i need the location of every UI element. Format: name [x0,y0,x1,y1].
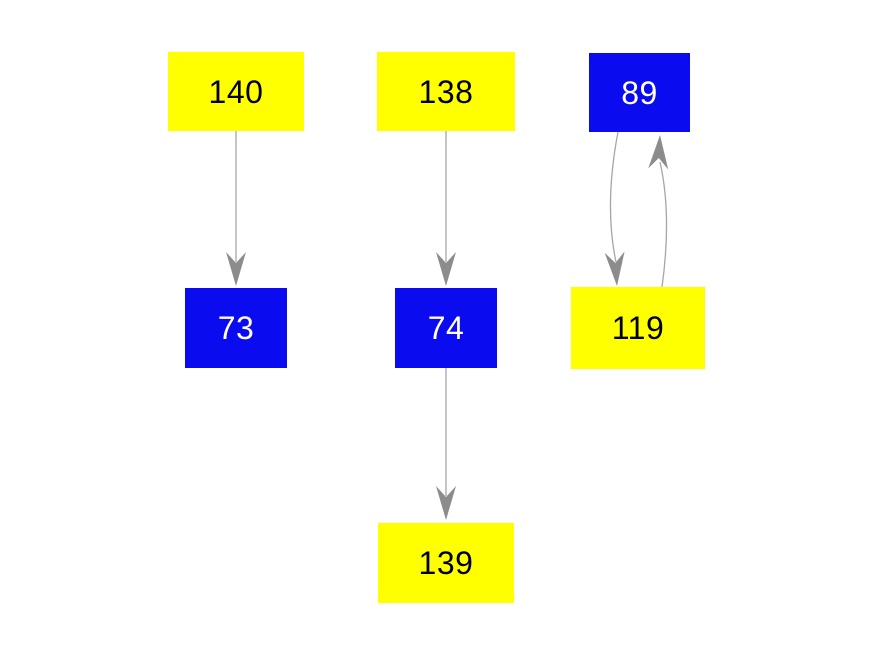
edge-119-to-89-arrowhead-icon [648,135,669,170]
node-138: 138 [377,52,515,131]
edge-89-to-119-line [609,131,619,263]
edge-119-to-89-line [659,161,668,288]
node-73: 73 [185,288,287,368]
node-140: 140 [168,52,304,131]
edge-74-to-139 [436,368,456,520]
node-119: 119 [571,287,705,369]
edge-138-to-74 [436,131,456,286]
edge-89-to-119-arrowhead-icon [604,251,625,286]
edge-74-to-139-arrowhead-icon [436,486,456,520]
edge-138-to-74-arrowhead-icon [436,252,456,286]
node-74: 74 [395,288,497,368]
edge-140-to-73 [226,131,246,286]
edge-119-to-89 [648,135,669,288]
node-139: 139 [378,523,514,603]
edge-89-to-119 [604,131,625,286]
node-89: 89 [589,53,690,132]
edge-140-to-73-arrowhead-icon [226,252,246,286]
